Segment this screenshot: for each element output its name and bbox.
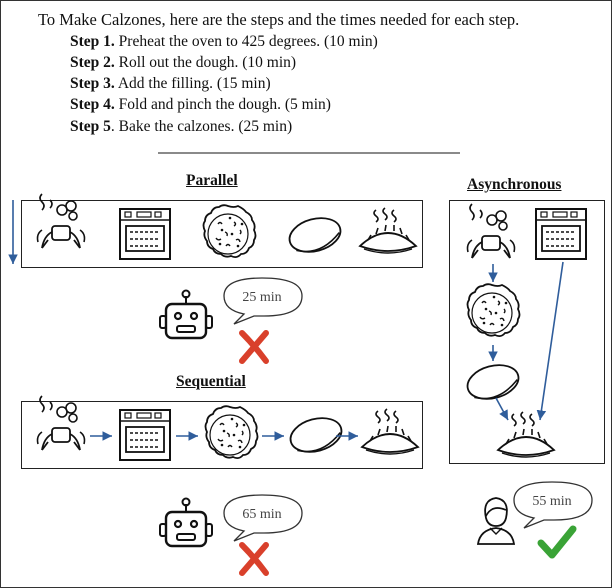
pizza-icon [466, 283, 521, 338]
oven-icon [535, 208, 587, 260]
step-text: Fold and pinch the dough. (5 min) [114, 96, 331, 113]
divider-line [158, 152, 460, 154]
step-3: Step 3. Add the filling. (15 min) [70, 75, 271, 93]
step-text: Add the filling. (15 min) [114, 75, 271, 92]
step-label: Step 1. [70, 33, 115, 50]
step-label: Step 5 [70, 118, 111, 135]
flow-arrow [536, 261, 564, 421]
step-text: Roll out the dough. (10 min) [114, 54, 297, 71]
sequential-title: Sequential [176, 373, 246, 390]
person-icon [477, 497, 515, 545]
flow-arrow [495, 397, 509, 421]
dough-icon [285, 411, 347, 459]
step-label: Step 3. [70, 75, 115, 92]
oven-icon [119, 208, 171, 260]
speech-bubble [223, 277, 303, 325]
pizza-icon [202, 204, 257, 259]
sequential-time: 65 min [242, 507, 281, 522]
step-1: Step 1. Preheat the oven to 425 degrees.… [70, 33, 378, 51]
asynchronous-box [449, 200, 605, 464]
check-mark-icon [541, 529, 573, 555]
step-text: Preheat the oven to 425 degrees. (10 min… [114, 33, 378, 50]
robot-icon [158, 289, 214, 340]
step-label: Step 2. [70, 54, 115, 71]
chef-icon [36, 193, 86, 249]
parallel-time: 25 min [242, 290, 281, 305]
chef-icon [466, 203, 516, 259]
cross-mark-icon [242, 333, 266, 361]
sequential-box [21, 401, 423, 469]
intro-text: To Make Calzones, here are the steps and… [38, 10, 520, 29]
robot-icon [158, 497, 214, 548]
step-2: Step 2. Roll out the dough. (10 min) [70, 54, 296, 72]
oven-icon [119, 409, 171, 461]
step-text: . Bake the calzones. (25 min) [110, 118, 293, 135]
calzone-icon [497, 411, 555, 458]
speech-bubble [223, 494, 303, 542]
parallel-box [21, 200, 423, 268]
dough-icon [284, 211, 346, 259]
step-4: Step 4. Fold and pinch the dough. (5 min… [70, 96, 331, 114]
calzone-icon [361, 408, 419, 455]
parallel-title: Parallel [186, 172, 238, 189]
dough-icon [462, 358, 524, 406]
calzone-icon [359, 207, 417, 254]
step-5: Step 5. Bake the calzones. (25 min) [70, 118, 292, 136]
step-label: Step 4. [70, 96, 115, 113]
chef-icon [36, 395, 86, 451]
asynchronous-time: 55 min [532, 494, 571, 509]
speech-bubble [513, 481, 593, 529]
asynchronous-title: Asynchronous [467, 176, 562, 193]
pizza-icon [204, 405, 259, 460]
cross-mark-icon [242, 545, 266, 573]
